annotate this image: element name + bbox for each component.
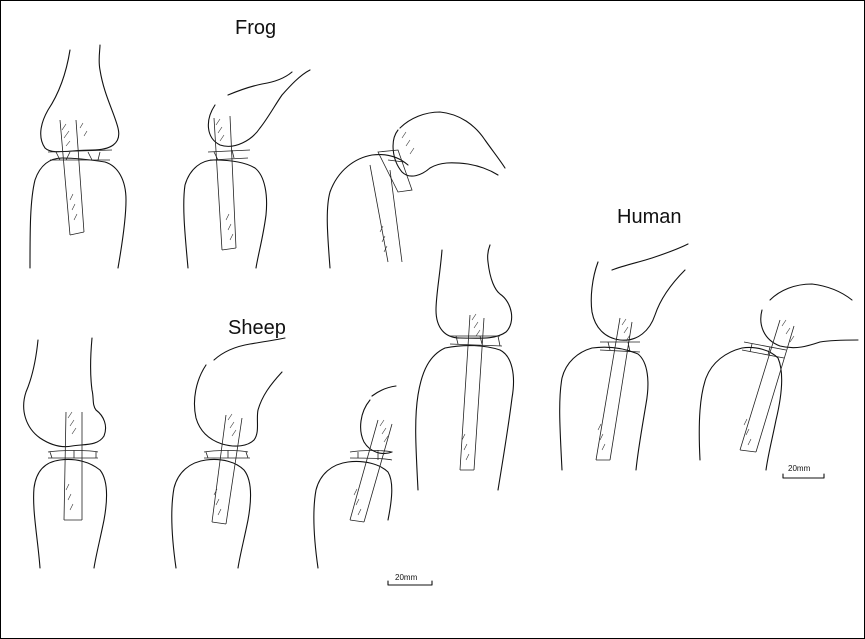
scale-bar-sheep-label: 20mm bbox=[395, 573, 418, 582]
scale-bar-sheep: 20mm bbox=[388, 573, 432, 585]
human-knee-flexed-2 bbox=[699, 284, 858, 470]
sheep-knee-flexed-2 bbox=[314, 386, 396, 568]
scale-bar-human-label: 20mm bbox=[788, 464, 811, 473]
human-knee-flexed-1 bbox=[560, 244, 688, 470]
scale-bar-human: 20mm bbox=[783, 464, 824, 478]
sheep-knee-flexed-1 bbox=[172, 338, 285, 568]
label-human: Human bbox=[617, 206, 681, 228]
human-knee-extended bbox=[416, 245, 514, 490]
frog-knee-flexed-1 bbox=[184, 70, 310, 268]
label-sheep: Sheep bbox=[228, 317, 286, 339]
label-frog: Frog bbox=[235, 17, 276, 39]
frog-knee-flexed-2 bbox=[327, 112, 505, 268]
frog-knee-extended bbox=[30, 45, 126, 268]
sheep-knee-extended bbox=[24, 338, 107, 568]
